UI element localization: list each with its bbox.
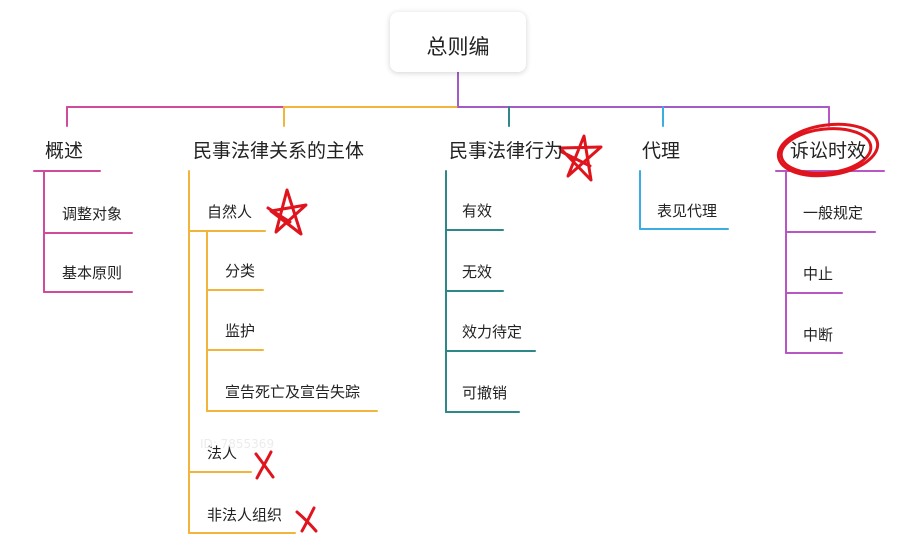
circle-annotation-诉讼时效-inner — [779, 127, 873, 175]
leaf-中断[interactable]: 中断 — [803, 326, 834, 344]
leaf-基本原则[interactable]: 基本原则 — [62, 264, 123, 282]
leaf-法人[interactable]: 法人 — [207, 444, 238, 462]
cross-annotation-法人 — [254, 450, 275, 480]
leaf-效力待定[interactable]: 效力待定 — [462, 323, 523, 341]
leaf-非法人组织[interactable]: 非法人组织 — [207, 506, 283, 524]
category-label-民事法律行为[interactable]: 民事法律行为 — [449, 140, 564, 162]
leaf-自然人[interactable]: 自然人 — [207, 203, 253, 221]
category-label-民事法律关系的主体[interactable]: 民事法律关系的主体 — [193, 140, 365, 162]
root-title: 总则编 — [426, 35, 490, 59]
star-annotation-民事法律行为 — [558, 134, 603, 182]
leaf-分类[interactable]: 分类 — [225, 262, 256, 280]
leaf-宣告死亡及宣告失踪[interactable]: 宣告死亡及宣告失踪 — [225, 383, 361, 401]
leaf-表见代理[interactable]: 表见代理 — [657, 202, 718, 220]
leaf-无效[interactable]: 无效 — [462, 263, 493, 281]
leaf-可撤销[interactable]: 可撤销 — [462, 384, 508, 402]
watermark-text: ID: 7855369 — [200, 437, 275, 451]
category-label-概述[interactable]: 概述 — [45, 140, 84, 162]
leaf-监护[interactable]: 监护 — [225, 322, 256, 340]
star-annotation-自然人 — [266, 188, 308, 236]
category-label-代理[interactable]: 代理 — [642, 140, 681, 162]
cross-annotation-非法人组织 — [295, 506, 318, 533]
circle-annotation-诉讼时效 — [776, 122, 880, 178]
root-node[interactable]: 总则编 — [390, 12, 526, 72]
leaf-中止[interactable]: 中止 — [803, 265, 834, 283]
leaf-有效[interactable]: 有效 — [462, 202, 493, 220]
leaf-调整对象[interactable]: 调整对象 — [62, 205, 123, 223]
leaf-一般规定[interactable]: 一般规定 — [803, 204, 864, 222]
category-label-诉讼时效[interactable]: 诉讼时效 — [790, 140, 867, 162]
